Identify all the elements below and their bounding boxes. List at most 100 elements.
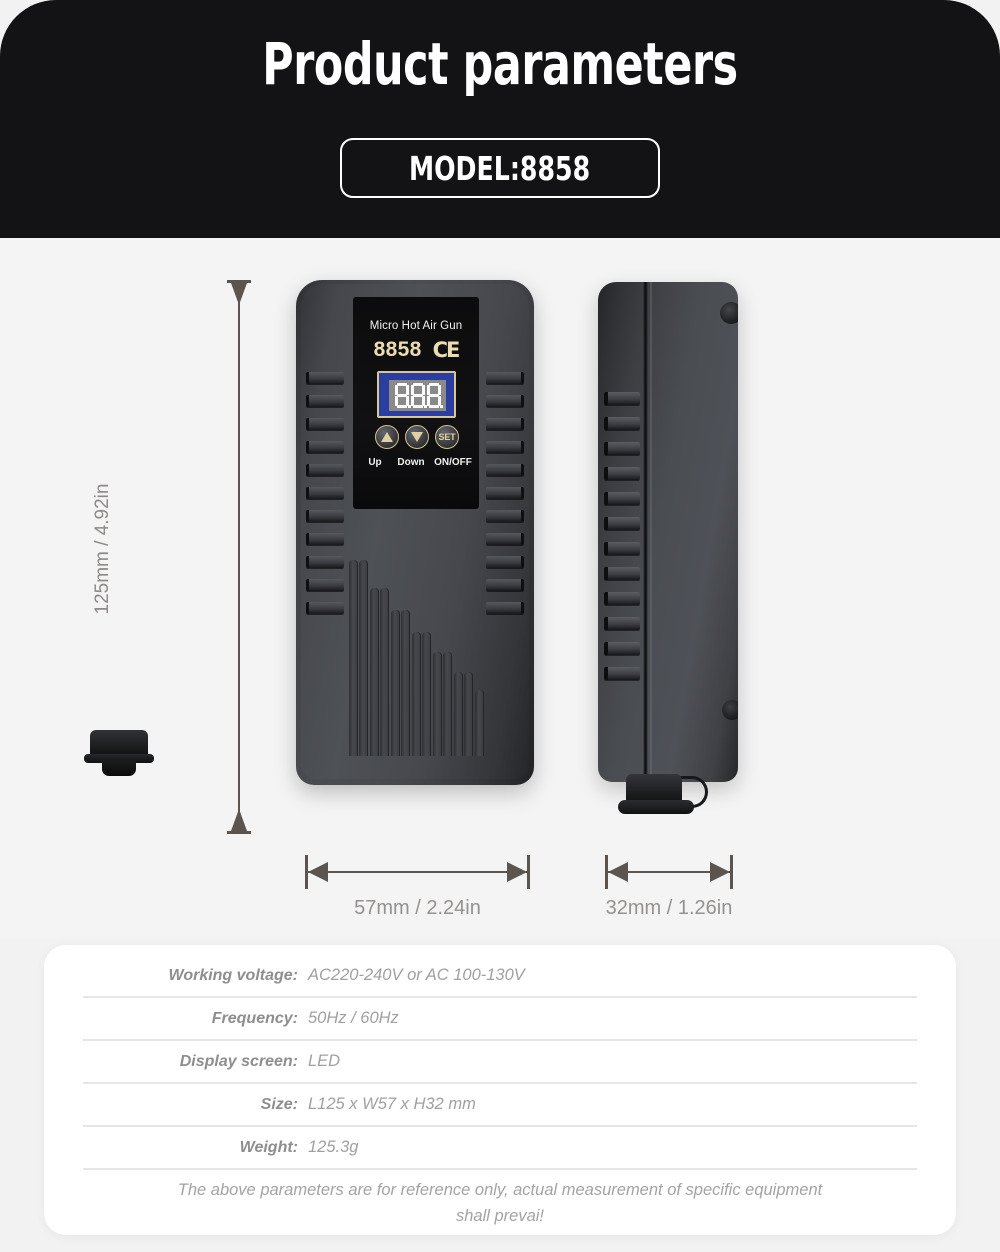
nozzle-plug: [102, 760, 136, 776]
spec-value: LED: [308, 1052, 341, 1070]
vent-slot: [604, 467, 640, 480]
front-vents-right: [486, 372, 524, 625]
vent-slot: [486, 441, 524, 453]
height-dimension-arrow-bottom: [231, 809, 247, 831]
down-button-label: Down: [397, 457, 425, 468]
spec-label: Weight:: [239, 1138, 298, 1156]
rib-fin: [464, 672, 474, 756]
height-dimension-line: [238, 280, 240, 834]
device-front-view: Micro Hot Air Gun 8858 CE: [296, 280, 534, 785]
table-row: Display screen: LED: [83, 1041, 917, 1084]
up-button[interactable]: [375, 425, 399, 449]
seven-segment-digit: [394, 383, 411, 408]
vent-slot: [306, 441, 344, 453]
vent-slot: [306, 395, 344, 407]
rib-fin: [453, 672, 463, 756]
rib-fin: [390, 610, 400, 756]
device-side-view: [598, 282, 738, 782]
vent-slot: [486, 418, 524, 430]
spec-value: 125.3g: [308, 1138, 359, 1156]
onoff-button-label: ON/OFF: [434, 457, 472, 468]
rib-fin: [422, 632, 432, 756]
side-seam-line: [643, 282, 648, 782]
vent-slot: [306, 533, 344, 545]
specifications-card: Working voltage: AC220-240V or AC 100-13…: [44, 945, 956, 1235]
spec-label: Frequency:: [211, 1009, 298, 1027]
down-button[interactable]: [405, 425, 429, 449]
vent-slot: [604, 667, 640, 680]
rib-fin: [432, 652, 442, 756]
vent-slot: [486, 579, 524, 591]
product-image-stage: 125mm / 4.92in: [0, 238, 1000, 938]
up-button-label: Up: [368, 457, 382, 468]
rib-fin: [411, 632, 421, 756]
triangle-down-icon: [411, 432, 423, 442]
front-lower-rib-pattern: [348, 528, 484, 756]
panel-model-number: 8858: [373, 338, 422, 361]
led-display-digits: [389, 380, 446, 411]
rib-fin: [474, 690, 484, 756]
specifications-table: Working voltage: AC220-240V or AC 100-13…: [44, 955, 956, 1170]
vent-slot: [604, 442, 640, 455]
nozzle-flange: [84, 754, 154, 763]
set-text-icon: SET: [438, 432, 456, 442]
table-row: Working voltage: AC220-240V or AC 100-13…: [83, 955, 917, 998]
vent-slot: [306, 464, 344, 476]
side-connector-nozzle: [618, 774, 736, 824]
rib-fin: [380, 588, 390, 756]
vent-slot: [486, 602, 524, 614]
panel-brand-text: Micro Hot Air Gun: [369, 320, 463, 332]
vent-slot: [306, 579, 344, 591]
screw-boss-top-icon: [720, 302, 738, 324]
model-badge-label: MODEL:8858: [409, 148, 591, 188]
spec-value: 50Hz / 60Hz: [308, 1009, 399, 1027]
seven-segment-digit: [410, 383, 427, 408]
side-vents: [604, 392, 640, 692]
vent-slot: [486, 395, 524, 407]
page-title: Product parameters: [262, 30, 738, 98]
spec-value: AC220-240V or AC 100-130V: [308, 966, 525, 984]
rib-fin: [401, 610, 411, 756]
table-row: Weight: 125.3g: [83, 1127, 917, 1170]
side-width-dimension: [605, 855, 733, 889]
spec-label: Size:: [260, 1095, 298, 1113]
vent-slot: [604, 567, 640, 580]
vent-slot: [604, 542, 640, 555]
rib-fin: [359, 560, 369, 756]
button-labels: Up Down ON/OFF: [359, 457, 475, 468]
side-width-dimension-label: 32mm / 1.26in: [605, 897, 733, 919]
disclaimer-note: The above parameters are for reference o…: [177, 1181, 823, 1225]
vent-slot: [604, 517, 640, 530]
vent-slot: [604, 592, 640, 605]
model-badge: MODEL:8858: [340, 138, 660, 198]
set-button[interactable]: SET: [435, 425, 459, 449]
height-dimension-arrow-top: [231, 283, 247, 305]
header-banner: Product parameters MODEL:8858: [0, 0, 1000, 238]
rib-fin: [349, 560, 358, 756]
spec-label: Working voltage:: [168, 966, 299, 984]
ce-mark-icon: CE: [432, 338, 461, 362]
button-row: SET: [375, 425, 459, 449]
height-dimension-label: 125mm / 4.92in: [92, 483, 113, 615]
vent-slot: [604, 392, 640, 405]
vent-slot: [306, 602, 344, 614]
vent-slot: [486, 372, 524, 384]
vent-slot: [306, 372, 344, 384]
table-row: Size: L125 x W57 x H32 mm: [83, 1084, 917, 1127]
front-connector-nozzle: [84, 730, 154, 776]
side-seam-highlight: [650, 282, 652, 782]
vent-slot: [486, 556, 524, 568]
front-vents-left: [306, 372, 344, 625]
vent-slot: [306, 487, 344, 499]
triangle-up-icon: [381, 432, 393, 442]
vent-slot: [486, 487, 524, 499]
front-width-dimension-label: 57mm / 2.24in: [354, 897, 481, 919]
vent-slot: [604, 617, 640, 630]
control-panel: Micro Hot Air Gun 8858 CE: [353, 297, 479, 509]
vent-slot: [306, 510, 344, 522]
spec-label: Display screen:: [179, 1052, 298, 1070]
nozzle-cap: [618, 800, 694, 814]
seven-segment-digit: [426, 383, 443, 408]
vent-slot: [306, 418, 344, 430]
